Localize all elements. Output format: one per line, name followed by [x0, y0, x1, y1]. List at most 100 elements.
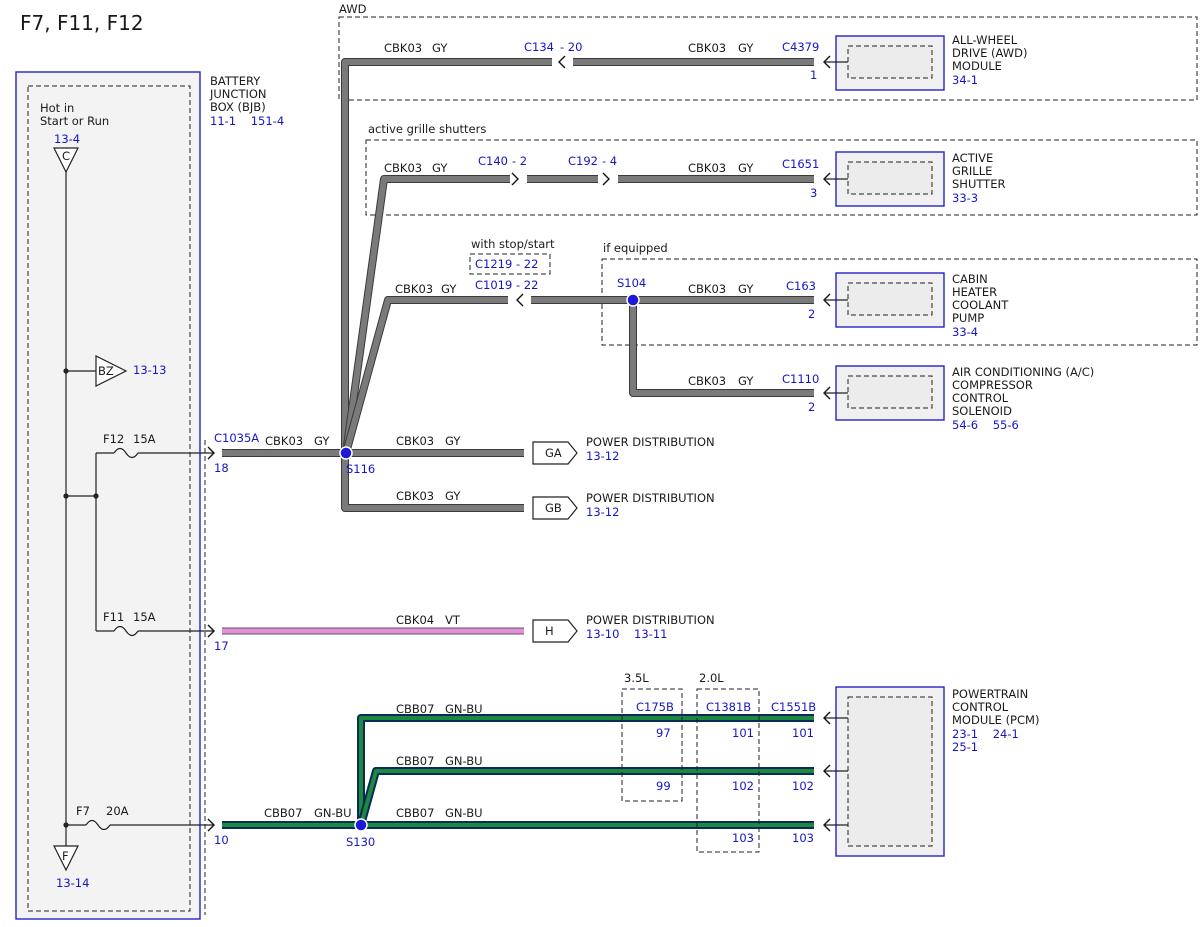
wire-color-gy: GY	[432, 41, 448, 55]
power-dist-ga-ref: 13-12	[586, 449, 619, 463]
s130-label: S130	[346, 835, 375, 849]
wire-color-gnbu: GN-BU	[445, 806, 483, 820]
flag-h: H	[532, 619, 578, 643]
bjb-name-2: JUNCTION	[209, 87, 267, 101]
wire-color-gy: GY	[445, 434, 461, 448]
c175b-pin-99: 99	[656, 779, 671, 793]
grille-name-2: GRILLE	[952, 164, 992, 178]
fuse-f7-name: F7	[76, 804, 90, 818]
wire-cbk03-grille-left: CBK03	[384, 161, 422, 175]
wire-cbk03-bjb: CBK03	[265, 434, 303, 448]
fuse-f11-amps: 15A	[133, 610, 156, 624]
c134-pin: - 20	[560, 40, 582, 54]
power-dist-h-label: POWER DISTRIBUTION	[586, 613, 715, 627]
pcm-ref-1: 23-1 24-1	[952, 727, 1019, 741]
c4379-pin: 1	[810, 68, 817, 82]
heater-name-2: HEATER	[952, 285, 997, 299]
pin-18: 18	[214, 461, 229, 475]
svg-text:BZ: BZ	[98, 364, 114, 378]
ac-name-2: COMPRESSOR	[952, 378, 1033, 392]
ac-name-3: CONTROL	[952, 391, 1009, 405]
fuse-f11-name: F11	[103, 610, 124, 624]
splice-s104	[626, 293, 640, 307]
l35-label: 3.5L	[624, 671, 649, 685]
cabin-heater-coolant-pump	[835, 272, 945, 328]
wire-color-gy: GY	[738, 41, 754, 55]
stopstart-label: with stop/start	[471, 237, 555, 251]
wire-color-gy: GY	[738, 161, 754, 175]
awd-module	[835, 35, 945, 91]
gnbu-wires	[222, 714, 814, 829]
c192-pin: - 4	[602, 154, 617, 168]
l35-box	[621, 688, 683, 802]
awd-name-1: ALL-WHEEL	[952, 33, 1018, 47]
c1035a-label: C1035A	[214, 431, 259, 445]
c140-pin: - 2	[512, 154, 527, 168]
wire-color-gnbu: GN-BU	[314, 806, 352, 820]
wire-cbb07-3: CBB07	[396, 806, 434, 820]
bz-ref: 13-13	[133, 363, 166, 377]
c1381b-pin-103: 103	[732, 831, 754, 845]
c1551b-pin-102: 102	[792, 779, 814, 793]
if-equipped-label: if equipped	[603, 241, 668, 255]
heater-name-1: CABIN	[952, 272, 988, 286]
bz-triangle-icon: BZ	[95, 355, 128, 387]
power-dist-gb-label: POWER DISTRIBUTION	[586, 491, 715, 505]
wire-cbk03-awd-right: CBK03	[688, 41, 726, 55]
awd-ref: 34-1	[952, 73, 978, 87]
wire-color-gy: GY	[441, 282, 457, 296]
pcm-name-1: POWERTRAIN	[952, 687, 1028, 701]
l20-box	[696, 688, 760, 853]
c140-label: C140	[478, 154, 508, 168]
bjb-name-3: BOX (BJB)	[210, 100, 266, 114]
ac-name-1: AIR CONDITIONING (A/C)	[952, 365, 1094, 379]
c1019-label: C1019	[475, 278, 512, 292]
awd-group-box	[338, 16, 1198, 101]
pcm-name-3: MODULE (PCM)	[952, 713, 1039, 727]
svg-text:GA: GA	[545, 446, 562, 460]
c1551b-pin-101: 101	[792, 726, 814, 740]
connector-c-triangle-icon: C	[53, 147, 79, 174]
active-grille-shutter	[835, 151, 945, 207]
hot-ref: 13-4	[54, 132, 80, 146]
bjb-name-1: BATTERY	[210, 74, 261, 88]
ac-ref: 54-6 55-6	[952, 418, 1019, 432]
pin-10: 10	[214, 833, 229, 847]
c1551b-label: C1551B	[771, 700, 816, 714]
grille-group-box	[365, 139, 1198, 216]
c163-label: C163	[786, 279, 816, 293]
c1219-pin: - 22	[516, 257, 538, 271]
svg-text:C: C	[62, 149, 70, 163]
power-dist-ga-label: POWER DISTRIBUTION	[586, 435, 715, 449]
ac-compressor-control-solenoid	[835, 365, 945, 421]
s104-label: S104	[617, 276, 646, 290]
c175b-pin-97: 97	[656, 726, 671, 740]
c192-label: C192	[568, 154, 598, 168]
wire-color-gy: GY	[314, 434, 330, 448]
c1381b-pin-101: 101	[732, 726, 754, 740]
fuse-f12: F12 15A	[96, 432, 214, 459]
awd-name-3: MODULE	[952, 59, 1002, 73]
c175b-label: C175B	[636, 700, 674, 714]
c1381b-pin-102: 102	[732, 779, 754, 793]
gy-wires	[222, 58, 814, 512]
grille-group-label: active grille shutters	[368, 122, 486, 136]
power-dist-h-ref: 13-10 13-11	[586, 627, 667, 641]
wire-color-gnbu: GN-BU	[445, 702, 483, 716]
connector-pins	[207, 446, 215, 832]
wire-cbk04: CBK04	[396, 613, 434, 627]
wire-cbk03-heater-left: CBK03	[395, 282, 433, 296]
fuse-f7-amps: 20A	[106, 804, 129, 818]
ac-name-4: SOLENOID	[952, 404, 1012, 418]
fuse-f7: F7 20A	[66, 804, 214, 831]
wire-color-gy: GY	[445, 489, 461, 503]
flag-gb: GB	[532, 496, 578, 520]
heater-name-4: PUMP	[952, 311, 984, 325]
if-equipped-box	[601, 258, 1198, 346]
wire-color-vt: VT	[445, 613, 461, 627]
c163-pin: 2	[808, 307, 815, 321]
heater-name-3: COOLANT	[952, 298, 1009, 312]
connector-f-triangle-icon: F	[53, 845, 79, 872]
c1219-label: C1219	[475, 257, 512, 271]
